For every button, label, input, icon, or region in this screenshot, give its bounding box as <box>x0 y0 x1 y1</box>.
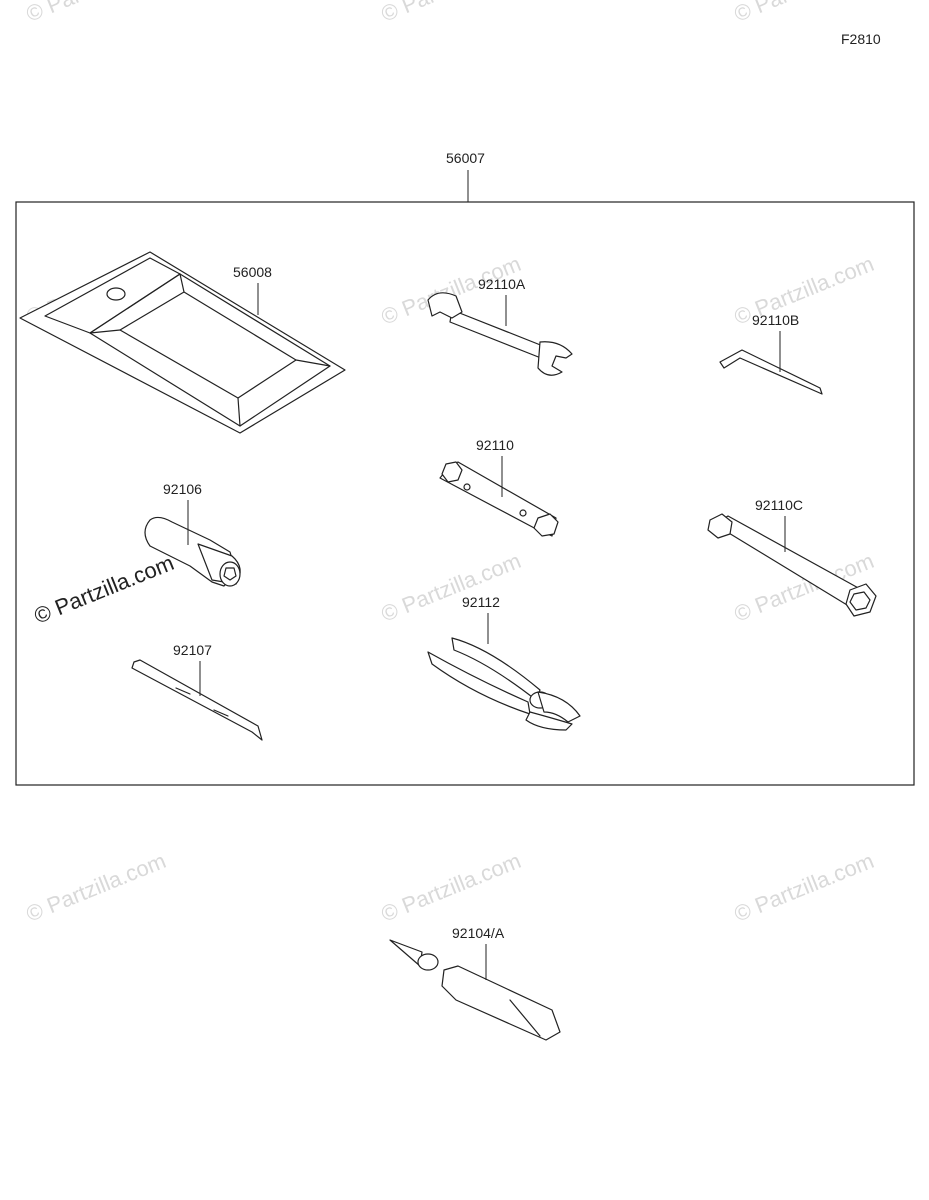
pliers-icon <box>427 637 581 731</box>
part-label-92110: 92110 <box>476 437 514 453</box>
kit-part-number: 56007 <box>446 150 485 166</box>
screwdriver-bit-icon <box>131 659 263 741</box>
figure-code: F2810 <box>841 31 881 47</box>
part-label-92104-A: 92104/A <box>452 925 505 941</box>
watermark-text: © Partzilla.com <box>378 548 525 627</box>
part-label-92110C: 92110C <box>755 497 803 513</box>
part-label-92107: 92107 <box>173 642 212 658</box>
plug-wrench-icon <box>707 513 877 617</box>
watermark-text: © Partzilla.com <box>23 0 170 27</box>
part-label-56008: 56008 <box>233 264 272 280</box>
part-label-92110B: 92110B <box>752 312 799 328</box>
part-label-92106: 92106 <box>163 481 202 497</box>
tool-bag-icon <box>19 251 346 434</box>
watermark-text: © Partzilla.com <box>23 848 170 927</box>
socket-wrench-icon <box>439 461 559 537</box>
part-label-92112: 92112 <box>462 594 500 610</box>
watermark-text: © Partzilla.com <box>378 848 525 927</box>
screwdriver-handle-icon <box>144 516 241 587</box>
watermark-text: © Partzilla.com <box>731 0 878 27</box>
watermark-text: © Partzilla.com <box>378 0 525 27</box>
hex-key-icon <box>719 349 823 395</box>
open-end-wrench-icon <box>427 292 573 376</box>
watermark-text: © Partzilla.com <box>731 848 878 927</box>
part-label-92110A: 92110A <box>478 276 526 292</box>
kit-frame <box>15 201 915 786</box>
grease-tube-icon <box>389 939 561 1041</box>
watermark-prominent: © Partzilla.com <box>31 550 178 629</box>
